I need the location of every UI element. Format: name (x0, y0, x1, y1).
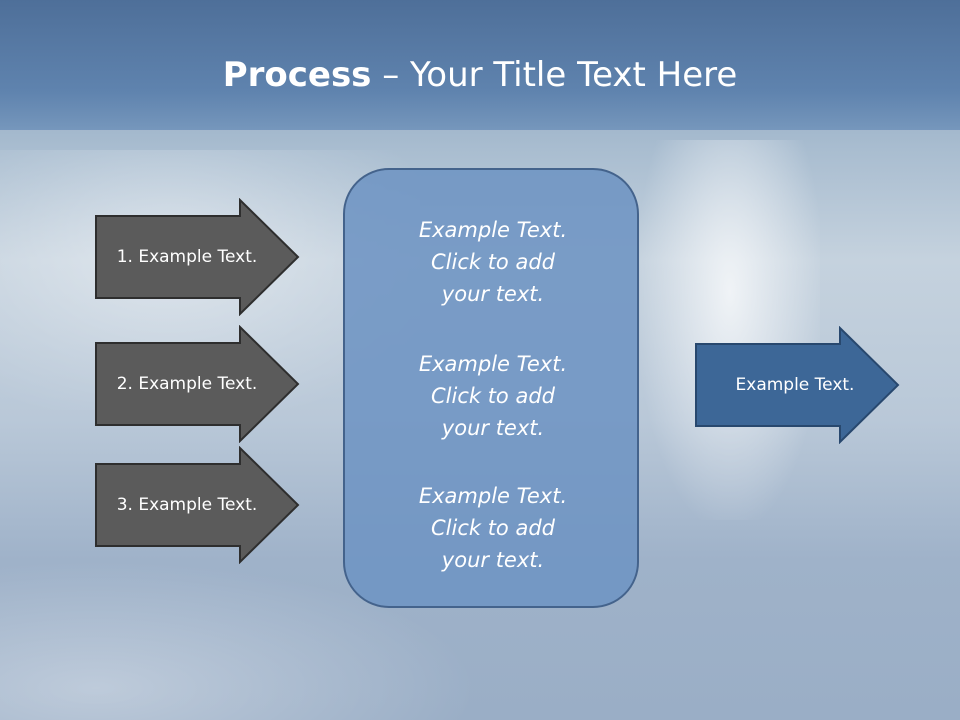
title-rest-part: – Your Title Text Here (371, 55, 738, 95)
result-arrow-label: Example Text. (735, 375, 855, 395)
center-text-item-2[interactable]: Example Text. Click to add your text. (418, 352, 568, 440)
slide-title[interactable]: Process – Your Title Text Here (0, 52, 960, 98)
process-step-label-2: 2. Example Text. (116, 374, 258, 394)
process-step-arrow-1[interactable]: 1. Example Text. (94, 198, 300, 316)
right-arrow-shape-icon (95, 446, 300, 564)
process-step-arrow-2[interactable]: 2. Example Text. (94, 325, 300, 443)
right-arrow-shape-icon (95, 198, 300, 316)
center-text-item-3[interactable]: Example Text. Click to add your text. (418, 484, 568, 572)
right-arrow-shape-icon (95, 325, 300, 443)
result-arrow[interactable]: Example Text. (694, 326, 900, 444)
water-splash-background (640, 140, 820, 520)
right-arrow-shape-icon (695, 326, 900, 444)
process-step-arrow-3[interactable]: 3. Example Text. (94, 446, 300, 564)
center-text-item-1[interactable]: Example Text. Click to add your text. (418, 218, 568, 306)
title-bold-part: Process (222, 55, 372, 95)
center-text-box[interactable]: Example Text. Click to add your text. Ex… (343, 168, 639, 608)
title-band (0, 0, 960, 130)
process-step-label-1: 1. Example Text. (116, 247, 258, 267)
process-step-label-3: 3. Example Text. (116, 495, 258, 515)
